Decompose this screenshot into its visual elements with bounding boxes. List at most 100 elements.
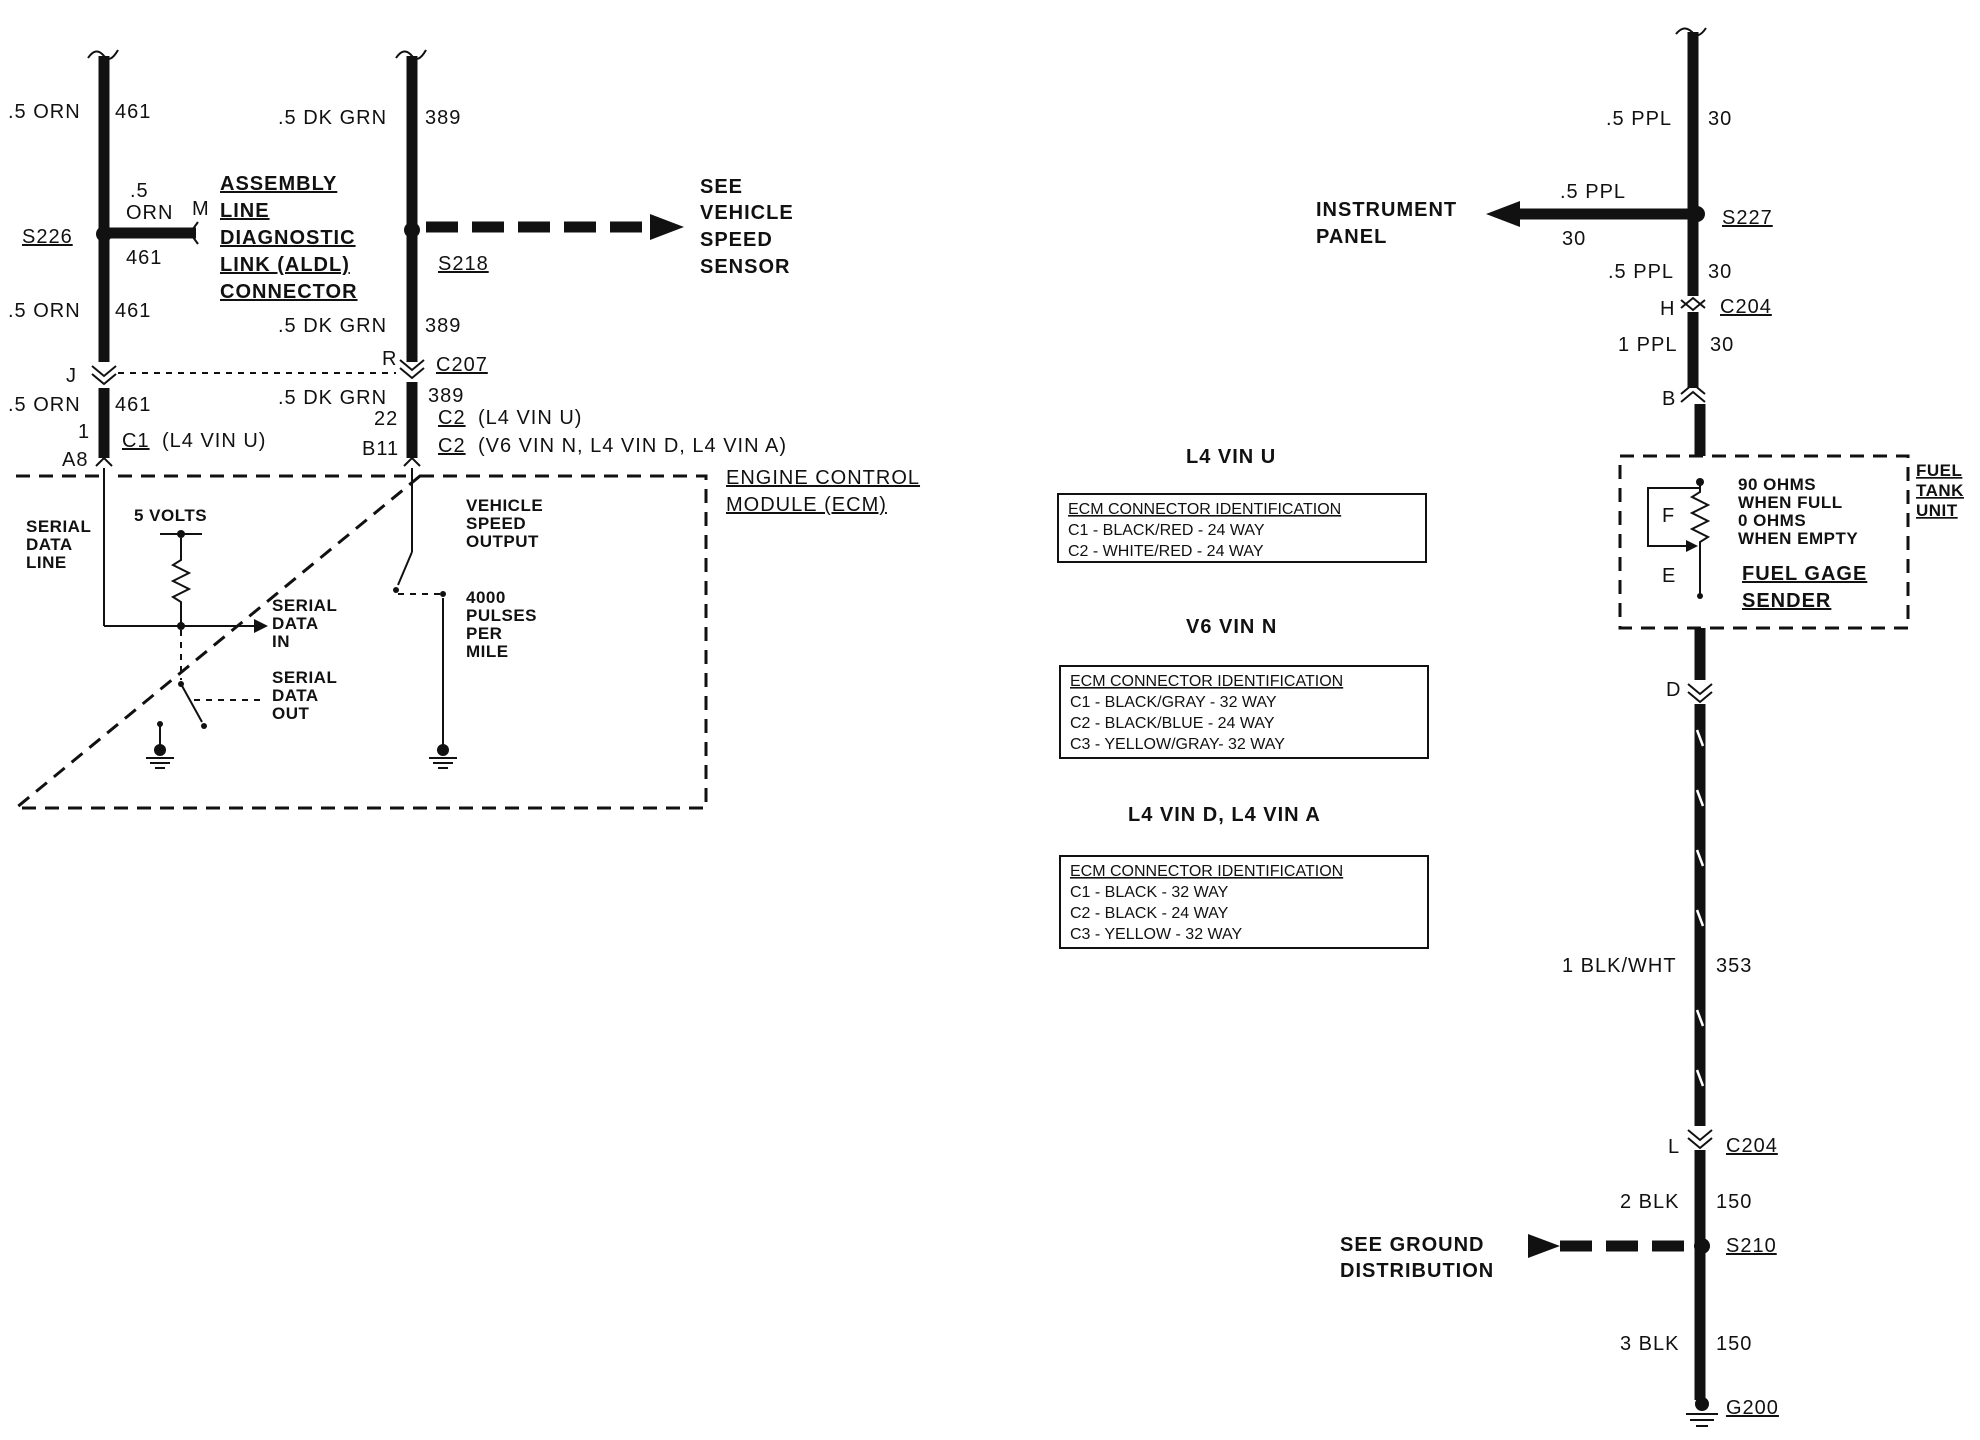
sender-spec-line: WHEN EMPTY: [1738, 529, 1858, 548]
switch-symbol: [397, 551, 413, 586]
table-row: C1 - BLACK - 32 WAY: [1070, 884, 1229, 901]
table-title: V6 VIN N: [1186, 616, 1277, 638]
wire-size-label: .5 DK GRN: [278, 107, 387, 129]
aldl-label-line: LINE: [220, 200, 270, 222]
splice-dot: [404, 222, 420, 238]
sender-spec-line: WHEN FULL: [1738, 493, 1843, 512]
switch-symbol: [180, 683, 203, 723]
wire-size-label: .5: [130, 180, 149, 202]
switch-contact: [393, 587, 399, 593]
wire-size-label: 2 BLK: [1620, 1191, 1679, 1213]
variable-resistor-symbol: [1689, 482, 1711, 596]
junction-dot: [177, 530, 185, 538]
ecm-outline: [11, 474, 708, 810]
wire-size-label: .5 ORN: [8, 394, 81, 416]
wire-size-label: .5 DK GRN: [278, 315, 387, 337]
connector-symbol: [1687, 683, 1713, 704]
pin-label: J: [66, 365, 77, 387]
vss-label-line: SENSOR: [700, 256, 790, 278]
fuel-tank-unit-label: FUEL: [1916, 461, 1962, 480]
connector-symbol: [1687, 1129, 1713, 1150]
splice-label: S226: [22, 226, 73, 248]
wire-stripe-pattern: [1695, 729, 1705, 1087]
ecm-label-line: ENGINE CONTROL: [726, 467, 920, 489]
serial-data-in-label: DATA: [272, 614, 319, 633]
circuit-number: 461: [126, 247, 162, 269]
serial-data-line-label: DATA: [26, 535, 73, 554]
arrow-right-icon: [650, 214, 684, 240]
table-title: L4 VIN U: [1186, 446, 1276, 468]
ground-dist-label: SEE GROUND: [1340, 1234, 1484, 1256]
connector-label: C207: [436, 354, 488, 376]
pin-label: B11: [362, 438, 399, 460]
connector-symbol: [91, 365, 117, 386]
connector-note: (V6 VIN N, L4 VIN D, L4 VIN A): [478, 435, 787, 457]
sender-label-line: FUEL GAGE: [1742, 563, 1867, 585]
pin-label: B: [1662, 388, 1676, 410]
circuit-number: 461: [115, 300, 151, 322]
serial-data-in-label: SERIAL: [272, 596, 337, 615]
pin-a8-symbol: [95, 456, 113, 467]
table-row: C1 - BLACK/GRAY - 32 WAY: [1070, 694, 1277, 711]
serial-data-line-label: SERIAL: [26, 517, 91, 536]
splice-label: S227: [1722, 207, 1773, 229]
vss-output-label: VEHICLE: [466, 496, 543, 515]
switch-contact: [201, 723, 207, 729]
circuit-number: 150: [1716, 1333, 1752, 1355]
connector-label: C204: [1726, 1135, 1778, 1157]
circuit-30: .5 PPL 30 S227 .5 PPL 30 INSTRUMENT PANE…: [1316, 27, 1773, 456]
five-volts-label: 5 VOLTS: [134, 506, 207, 525]
arrow-right-icon: [254, 619, 268, 633]
ground-icon: [429, 744, 457, 769]
table-row: C2 - WHITE/RED - 24 WAY: [1068, 543, 1264, 560]
ground-icon: [1686, 1397, 1718, 1427]
table-row: C3 - YELLOW - 32 WAY: [1070, 926, 1243, 943]
connector-note: (L4 VIN U): [478, 407, 582, 429]
serial-data-line-label: LINE: [26, 553, 67, 572]
aldl-label-line: ASSEMBLY: [220, 173, 337, 195]
ground-icon: [146, 744, 174, 769]
connector-label: C204: [1720, 296, 1772, 318]
circuit-number: 461: [115, 101, 151, 123]
junction-dot: [1697, 593, 1703, 599]
pin-label: 1: [78, 421, 90, 443]
ecm-module: ENGINE CONTROL MODULE (ECM) SERIAL DATA …: [11, 456, 920, 810]
table-header: ECM CONNECTOR IDENTIFICATION: [1070, 673, 1343, 690]
pin-b11-symbol: [403, 456, 421, 467]
connector-symbol: [399, 359, 425, 380]
circuit-number: 461: [115, 394, 151, 416]
vss-label-line: SPEED: [700, 229, 773, 251]
wire-size-label: 1 BLK/WHT: [1562, 955, 1677, 977]
ip-label-line: PANEL: [1316, 226, 1387, 248]
circuit-number: 353: [1716, 955, 1752, 977]
vss-label-line: VEHICLE: [700, 202, 794, 224]
circuit-number: 30: [1562, 228, 1586, 250]
ecm-label-line: MODULE (ECM): [726, 494, 887, 516]
fuel-tank-unit-label: UNIT: [1916, 501, 1958, 520]
switch-contact: [157, 721, 163, 727]
vss-reference-label: SEE VEHICLE SPEED SENSOR: [700, 176, 794, 278]
pulses-label: 4000: [466, 588, 506, 607]
wire-size-label: 1 PPL: [1618, 334, 1677, 356]
pin-label: E: [1662, 565, 1676, 587]
arrow-right-icon: [1528, 1234, 1560, 1258]
circuit-number: 30: [1708, 108, 1732, 130]
table-frame: [1059, 855, 1429, 949]
fuel-tank-unit-label: TANK: [1916, 481, 1964, 500]
circuit-461: .5 ORN 461 S226 .5 ORN 461 M ASSEMBLY LI…: [8, 49, 357, 471]
pin-label: H: [1660, 298, 1675, 320]
arrow-right-icon: [1686, 540, 1698, 552]
serial-data-out-label: DATA: [272, 686, 319, 705]
ecm-id-table-v6-vin-n: V6 VIN N ECM CONNECTOR IDENTIFICATION C1…: [1059, 616, 1429, 759]
splice-dot: [1694, 1238, 1710, 1254]
aldl-label-line: LINK (ALDL): [220, 254, 350, 276]
table-frame: [1059, 665, 1429, 759]
circuit-number: 150: [1716, 1191, 1752, 1213]
aldl-connector-symbol: [188, 221, 199, 245]
pulses-label: PER: [466, 624, 502, 643]
vss-output-label: SPEED: [466, 514, 526, 533]
ecm-id-table-l4-vin-d-a: L4 VIN D, L4 VIN A ECM CONNECTOR IDENTIF…: [1059, 804, 1429, 949]
ip-label-line: INSTRUMENT: [1316, 199, 1457, 221]
splice-label: S210: [1726, 1235, 1777, 1257]
connector-symbol: [1680, 382, 1706, 403]
